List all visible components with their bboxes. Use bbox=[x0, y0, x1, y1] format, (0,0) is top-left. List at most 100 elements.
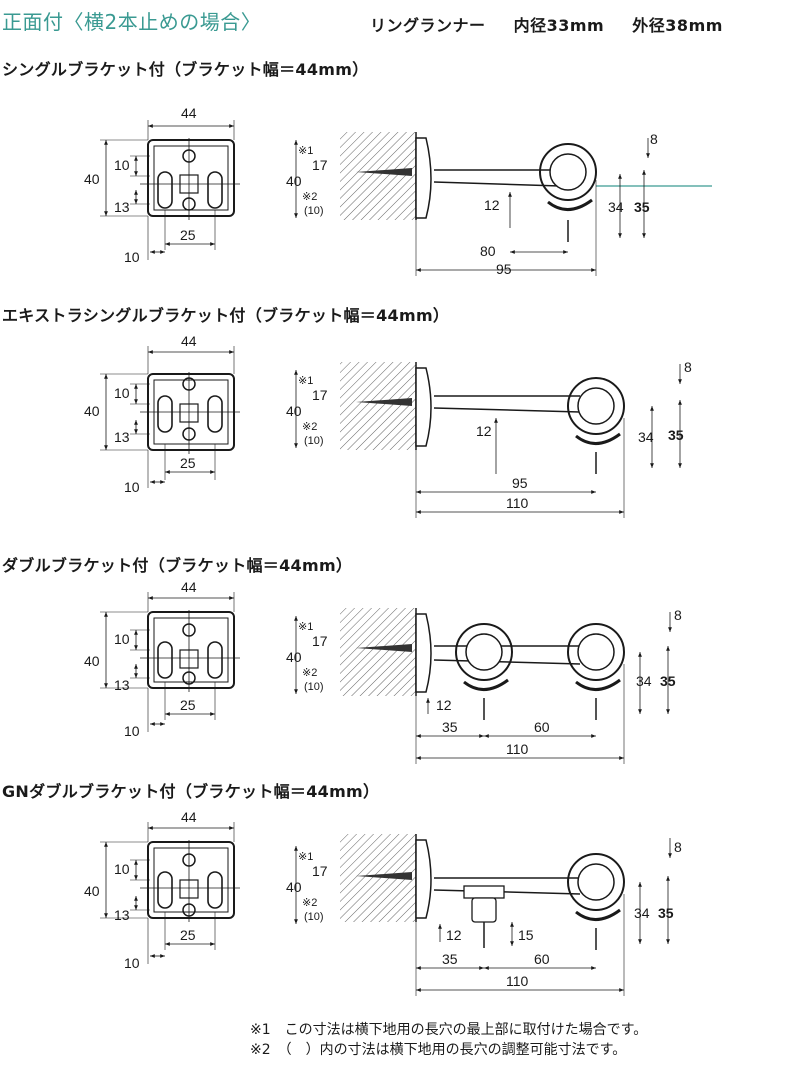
dim-front-bottom: 13 bbox=[114, 907, 130, 923]
note2-mark: ※2 bbox=[302, 191, 317, 203]
diagram-double: 44 40 10 13 25 10 ※1 17 40 bbox=[84, 579, 682, 764]
dim-side-17: 17 bbox=[312, 157, 328, 173]
side-view: ※1 17 40 ※2 (10) 8 34 35 12 15 35 60 110 bbox=[286, 834, 682, 996]
dim-side-total: 110 bbox=[506, 741, 529, 757]
dim-side-8: 8 bbox=[684, 359, 692, 375]
dim-side-40: 40 bbox=[286, 173, 302, 189]
dim-front-bottom: 13 bbox=[114, 199, 130, 215]
dim-side-34: 34 bbox=[636, 673, 652, 689]
dim-side-34: 34 bbox=[634, 905, 650, 921]
drawing-single: 44 40 10 13 25 10 ※1 17 40 ※2 (10) bbox=[0, 80, 800, 290]
dim-front-width: 44 bbox=[181, 105, 197, 121]
page-title: 正面付〈横2本止めの場合〉 bbox=[2, 10, 262, 34]
section-title-extra-single: エキストラシングルブラケット付（ブラケット幅＝44mm） bbox=[2, 306, 450, 325]
dim-front-inner: 25 bbox=[180, 927, 196, 943]
dim-front-height: 40 bbox=[84, 171, 100, 187]
dim-side-12: 12 bbox=[484, 197, 500, 213]
gn-runner bbox=[463, 885, 505, 948]
dim-front-height: 40 bbox=[84, 653, 100, 669]
front-view: 44 40 10 13 25 10 bbox=[84, 333, 240, 495]
dim-front-width: 44 bbox=[181, 579, 197, 595]
dim-side-12: 12 bbox=[446, 927, 462, 943]
section-title-single: シングルブラケット付（ブラケット幅＝44mm） bbox=[2, 60, 369, 79]
note1-mark: ※1 bbox=[298, 851, 313, 863]
note2-mark: ※2 bbox=[302, 897, 317, 909]
dim-front-top: 10 bbox=[114, 861, 130, 877]
dim-side-35: 35 bbox=[658, 905, 674, 921]
dim-side-mid: 95 bbox=[512, 475, 528, 491]
dim-side-34: 34 bbox=[638, 429, 654, 445]
dim-front-bottom: 13 bbox=[114, 429, 130, 445]
front-view: 44 40 10 13 25 10 bbox=[84, 105, 240, 265]
dim-front-inner: 25 bbox=[180, 227, 196, 243]
dim-side-total: 110 bbox=[506, 973, 529, 989]
dim-side-17: 17 bbox=[312, 863, 328, 879]
side-view: ※1 17 40 ※2 (10) 8 34 35 12 95 110 bbox=[286, 359, 692, 518]
dim-side-40: 40 bbox=[286, 649, 302, 665]
dim-front-top: 10 bbox=[114, 157, 130, 173]
dim-front-inner: 25 bbox=[180, 697, 196, 713]
dim-front-top: 10 bbox=[114, 631, 130, 647]
drawing-gn-double: 44 40 10 13 25 10 ※1 bbox=[0, 800, 800, 1010]
note2-mark: ※2 bbox=[302, 421, 317, 433]
note1-mark: ※1 bbox=[298, 145, 313, 157]
footnote-1: ※1 この寸法は横下地用の長穴の最上部に取付けた場合です。 bbox=[250, 1022, 648, 1038]
note2-mark: ※2 bbox=[302, 667, 317, 679]
dim-side-15: 15 bbox=[518, 927, 534, 943]
dim-side-a: 35 bbox=[442, 719, 458, 735]
section-title-gn-double: GNダブルブラケット付（ブラケット幅＝44mm） bbox=[2, 782, 380, 801]
dim-side-8: 8 bbox=[674, 607, 682, 623]
dim-front-top: 10 bbox=[114, 385, 130, 401]
drawing-double: 44 40 10 13 25 10 ※1 17 40 bbox=[0, 572, 800, 772]
dim-side-35: 35 bbox=[634, 199, 650, 215]
dim-side-17: 17 bbox=[312, 387, 328, 403]
dim-side-34: 34 bbox=[608, 199, 624, 215]
dim-side-40: 40 bbox=[286, 403, 302, 419]
dim-side-12: 12 bbox=[436, 697, 452, 713]
inner-diameter: 内径33mm bbox=[513, 16, 605, 35]
dim-side-10: (10) bbox=[304, 911, 324, 923]
outer-diameter: 外径38mm bbox=[632, 16, 723, 35]
diagram-extra-single: 44 40 10 13 25 10 ※1 17 40 ※2 (10) bbox=[84, 333, 692, 518]
front-view: 44 40 10 13 25 10 bbox=[84, 809, 240, 971]
dim-front-inner: 25 bbox=[180, 455, 196, 471]
dim-side-40: 40 bbox=[286, 879, 302, 895]
dim-front-bottom: 13 bbox=[114, 677, 130, 693]
footnotes: ※1 この寸法は横下地用の長穴の最上部に取付けた場合です。 ※2 （ ）内の寸法… bbox=[250, 1020, 647, 1060]
section-title-double: ダブルブラケット付（ブラケット幅＝44mm） bbox=[2, 556, 353, 575]
dim-front-width: 44 bbox=[181, 809, 197, 825]
dim-side-b: 60 bbox=[534, 951, 550, 967]
dim-side-total: 95 bbox=[496, 261, 512, 277]
note1-mark: ※1 bbox=[298, 621, 313, 633]
dim-side-mid: 80 bbox=[480, 243, 496, 259]
dim-front-offset: 10 bbox=[124, 479, 140, 495]
dim-side-17: 17 bbox=[312, 633, 328, 649]
dim-side-35: 35 bbox=[668, 427, 684, 443]
dim-side-a: 35 bbox=[442, 951, 458, 967]
diagram-single: 44 40 10 13 25 10 ※1 17 40 ※2 (10) bbox=[84, 105, 712, 277]
dim-front-height: 40 bbox=[84, 403, 100, 419]
dim-side-10: (10) bbox=[304, 681, 324, 693]
dim-side-total: 110 bbox=[506, 495, 529, 511]
dim-side-10: (10) bbox=[304, 205, 324, 217]
runner-label: リングランナー bbox=[370, 16, 486, 35]
dim-front-width: 44 bbox=[181, 333, 197, 349]
diagram-gn-double: 44 40 10 13 25 10 ※1 bbox=[84, 809, 682, 996]
dim-front-offset: 10 bbox=[124, 955, 140, 971]
dim-side-8: 8 bbox=[650, 131, 658, 147]
side-view: ※1 17 40 ※2 (10) 8 34 35 12 80 95 bbox=[286, 131, 712, 277]
dim-side-12: 12 bbox=[476, 423, 492, 439]
drawing-extra-single: 44 40 10 13 25 10 ※1 17 40 ※2 (10) bbox=[0, 322, 800, 532]
dim-side-10: (10) bbox=[304, 435, 324, 447]
footnote-2: ※2 （ ）内の寸法は横下地用の長穴の調整可能寸法です。 bbox=[250, 1042, 627, 1058]
front-view: 44 40 10 13 25 10 bbox=[84, 579, 240, 739]
dim-front-offset: 10 bbox=[124, 249, 140, 265]
dim-front-height: 40 bbox=[84, 883, 100, 899]
dim-side-b: 60 bbox=[534, 719, 550, 735]
dim-front-offset: 10 bbox=[124, 723, 140, 739]
ring-runner-spec: リングランナー 内径33mm 外径38mm bbox=[370, 12, 745, 36]
side-view: ※1 17 40 ※2 (10) 8 34 35 12 35 60 110 bbox=[286, 607, 682, 764]
dim-side-35: 35 bbox=[660, 673, 676, 689]
dim-side-8: 8 bbox=[674, 839, 682, 855]
note1-mark: ※1 bbox=[298, 375, 313, 387]
